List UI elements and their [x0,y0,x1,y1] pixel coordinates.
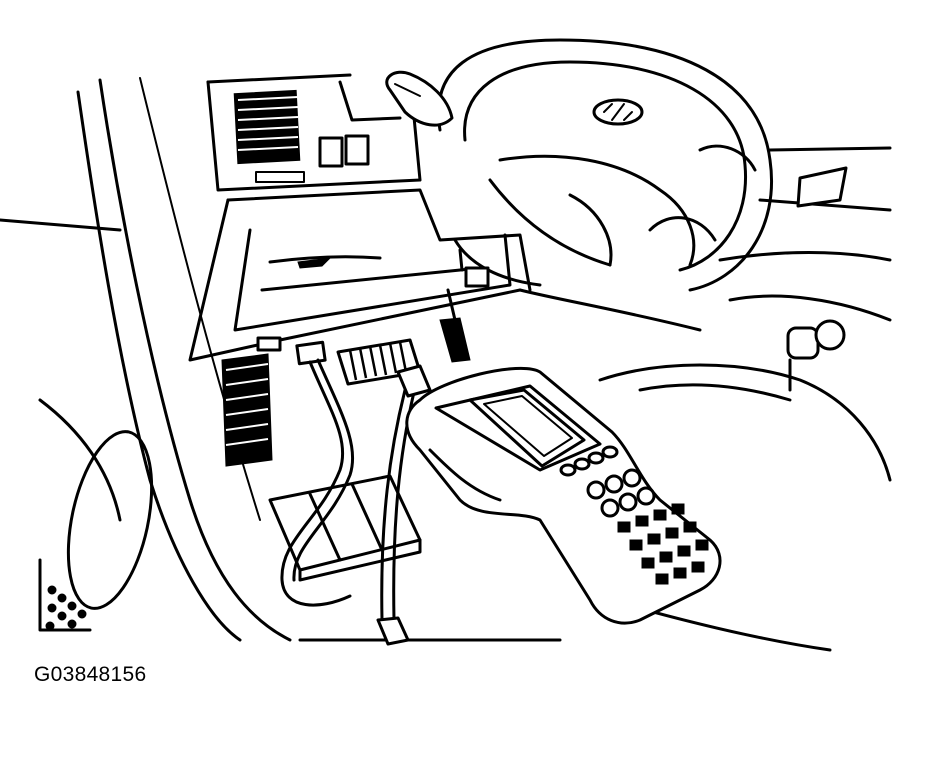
speaker-grille-holes [45,585,87,631]
lower-dashboard [188,188,532,362]
footrest [221,353,273,467]
dashboard-right [718,146,892,322]
a-pillar [0,77,292,642]
door-speaker [38,398,154,632]
scan-tool-keypad [559,445,709,585]
accelerator-pedal [439,288,471,363]
figure-code-label: G03848156 [34,663,147,686]
steering-wheel [437,38,773,292]
dashboard-upper [206,73,422,192]
dlc-connector [256,336,327,366]
scan-tool-screen [468,388,586,468]
seat-belt-buckle [786,319,846,392]
driver-hand [385,70,454,127]
hyundai-logo-icon [592,98,644,126]
floor-and-console [298,288,892,652]
handheld-scan-tool [396,364,722,625]
